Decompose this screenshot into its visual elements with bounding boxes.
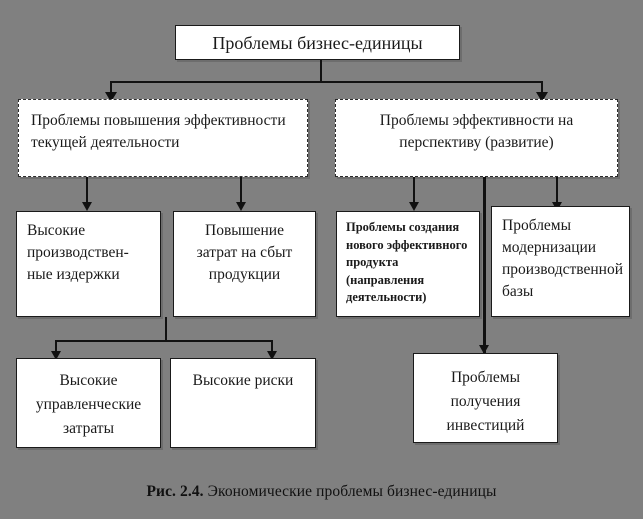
node-high-management-costs-label: Высокие управленческие затраты xyxy=(35,372,142,437)
connector-bus-to-high-risks xyxy=(271,340,273,354)
connector-root-to-left xyxy=(110,81,112,95)
node-increased-sales-costs: Повышение затрат на сбыт продукции xyxy=(173,211,316,317)
node-new-product-creation-problems: Проблемы создания нового эффективного пр… xyxy=(336,211,480,317)
node-increased-sales-costs-label: Повышение затрат на сбыт продукции xyxy=(196,222,293,283)
node-current-activity-problems: Проблемы повышения эффективности текущей… xyxy=(18,99,308,177)
connector-bus-to-mgmt-costs xyxy=(55,340,57,354)
node-high-risks-label: Высокие риски xyxy=(192,372,294,389)
connector-level3-stem xyxy=(165,317,167,341)
node-investment-problems: Проблемы получения инвестиций xyxy=(413,353,558,443)
arrowhead-right-to-investments xyxy=(479,345,489,354)
node-high-production-costs-label: Высокие производствен-ные издержки xyxy=(27,222,129,283)
node-high-management-costs: Высокие управленческие затраты xyxy=(16,358,161,448)
connector-root-to-right xyxy=(541,81,543,95)
node-root-label: Проблемы бизнес-единицы xyxy=(212,33,423,53)
connector-root-stem xyxy=(320,60,322,82)
connector-right-to-investments xyxy=(483,177,487,353)
arrowhead-left-to-child1 xyxy=(82,202,92,211)
node-current-activity-problems-label: Проблемы повышения эффективности текущей… xyxy=(31,112,286,151)
arrowhead-bus-to-high-risks xyxy=(267,351,277,360)
connector-left-to-child2 xyxy=(240,177,242,205)
arrowhead-left-to-child2 xyxy=(236,202,246,211)
connector-right-to-child2 xyxy=(556,177,558,205)
connector-level4-bus xyxy=(55,340,273,342)
figure-caption-number: Рис. 2.4. xyxy=(146,483,204,500)
connector-root-bus xyxy=(110,81,542,83)
arrowhead-bus-to-mgmt-costs xyxy=(51,351,61,360)
arrowhead-root-to-left xyxy=(105,92,117,102)
node-root: Проблемы бизнес-единицы xyxy=(175,25,460,60)
node-investment-problems-label: Проблемы получения инвестиций xyxy=(446,369,525,434)
connector-left-to-child1 xyxy=(86,177,88,205)
figure-caption-text: Экономические проблемы бизнес-единицы xyxy=(207,483,497,500)
connector-right-to-child1 xyxy=(413,177,415,205)
figure-caption: Рис. 2.4. Экономические проблемы бизнес-… xyxy=(0,483,643,501)
node-future-effectiveness-problems: Проблемы эффективности на перспективу (р… xyxy=(335,99,618,177)
node-modernization-problems: Проблемы модернизации производственной б… xyxy=(491,206,630,317)
node-modernization-problems-label: Проблемы модернизации производственной б… xyxy=(502,217,624,300)
arrowhead-root-to-right xyxy=(536,92,548,102)
node-new-product-creation-problems-label: Проблемы создания нового эффективного пр… xyxy=(346,220,468,304)
node-future-effectiveness-problems-label: Проблемы эффективности на перспективу (р… xyxy=(379,112,574,151)
arrowhead-right-to-child1 xyxy=(409,202,419,211)
node-high-risks: Высокие риски xyxy=(170,358,316,448)
node-high-production-costs: Высокие производствен-ные издержки xyxy=(16,211,161,317)
